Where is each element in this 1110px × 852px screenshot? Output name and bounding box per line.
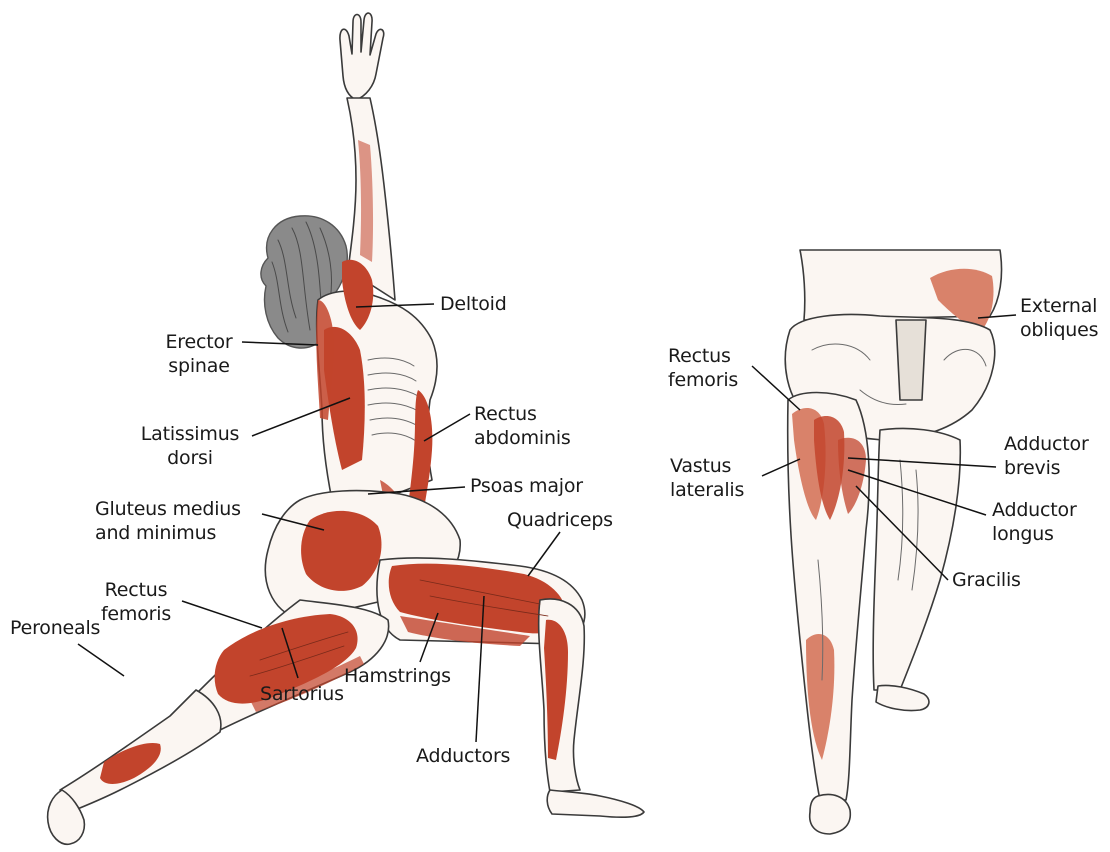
label-peroneals: Peroneals [10,616,100,640]
label-gracilis: Gracilis [952,568,1021,592]
label-adductor-longus: Adductor longus [992,498,1077,546]
label-latissimus-dorsi: Latissimus dorsi [134,422,246,470]
label-external-obliques: External obliques [1020,294,1098,342]
label-rectus-femoris-right: Rectus femoris [668,344,738,392]
label-erector-spinae: Erector spinae [156,330,242,378]
leader-quadriceps [528,532,560,576]
label-rectus-femoris-left: Rectus femoris [90,578,182,626]
leader-peroneals [78,644,124,676]
label-hamstrings: Hamstrings [344,664,451,688]
front-foot [547,790,644,817]
pelvis-leg-figure [785,250,1001,834]
label-adductors: Adductors [416,744,510,768]
left-foot [810,795,851,834]
label-rectus-abdominis: Rectus abdominis [474,402,571,450]
label-quadriceps: Quadriceps [507,508,613,532]
label-sartorius: Sartorius [260,682,344,706]
standing-leg [873,428,960,690]
standing-foot [876,685,929,710]
label-adductor-brevis: Adductor brevis [1004,432,1089,480]
label-deltoid: Deltoid [440,292,507,316]
leader-rectus-femoris-left [182,601,262,628]
label-psoas-major: Psoas major [470,474,583,498]
peroneals-muscle [100,743,161,784]
label-vastus-lateralis: Vastus lateralis [670,454,744,502]
sacrum [896,320,926,400]
label-gluteus: Gluteus medius and minimus [95,497,241,545]
raised-hand [340,13,384,100]
